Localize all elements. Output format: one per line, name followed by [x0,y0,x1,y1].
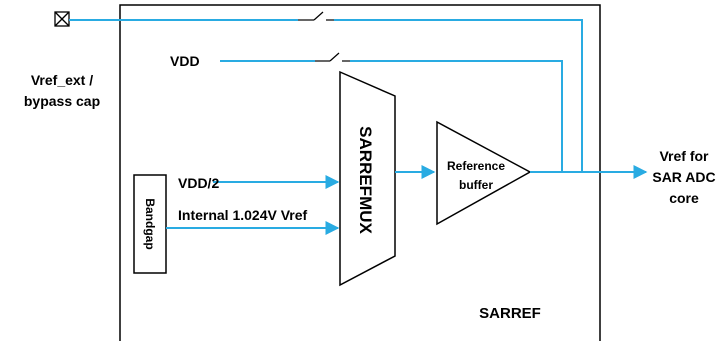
output-label-line3: core [669,190,699,206]
vdd-half-label: VDD/2 [178,175,219,191]
sarrefmux [339,70,396,287]
ref-buffer-label-line2: buffer [459,178,493,192]
ref-buffer-label-line1: Reference [447,159,505,173]
output-label-line2: SAR ADC [652,169,715,185]
sarref-block-label: SARREF [479,305,541,322]
box-with-cross-icon[interactable] [54,11,70,27]
vdd-label: VDD [170,53,200,69]
internal-vref-label: Internal 1.024V Vref [178,207,308,223]
output-label-line1: Vref for [659,148,709,164]
bandgap-label: Bandgap [143,198,157,249]
open-switch-icon[interactable] [298,11,334,21]
vref-ext-wire-right [334,19,583,172]
open-switch-icon[interactable] [315,52,350,62]
vdd-wire-right [350,60,563,172]
sarrefmux-label: SARREFMUX [356,126,375,234]
vref-ext-label-line1: Vref_ext / [31,72,93,88]
reference-buffer [436,120,532,226]
bandgap-box [133,174,167,274]
vref-ext-label-line2: bypass cap [24,93,100,109]
